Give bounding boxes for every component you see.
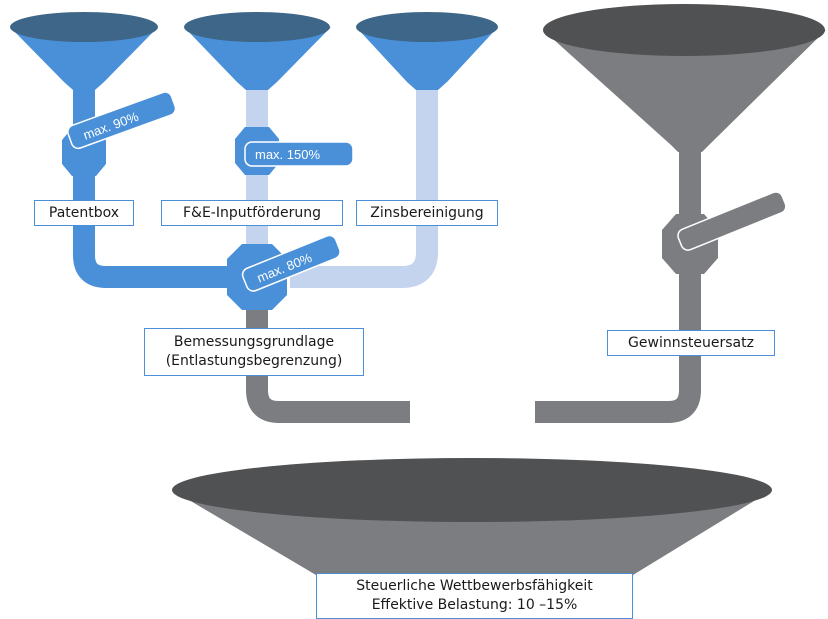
result-label: Steuerliche Wettbewerbsfähigkeit Effekti…	[316, 573, 633, 619]
merged-pipe	[246, 300, 410, 423]
bemessungsgrundlage-line2: (Entlastungsbegrenzung)	[165, 353, 343, 369]
fe-label: F&E-Inputförderung	[161, 200, 343, 226]
bemessungsgrundlage-line1: Bemessungsgrundlage	[173, 334, 335, 350]
result-line2: Effektive Belastung: 10 –15%	[371, 597, 578, 613]
tax-rate-lever[interactable]	[676, 190, 788, 252]
tax-rate-label: Gewinnsteuersatz	[607, 330, 775, 356]
fe-label-text: F&E-Inputförderung	[182, 204, 321, 221]
patentbox-label-text: Patentbox	[48, 204, 120, 221]
tax-rate-funnel	[543, 4, 826, 152]
zins-pipe	[290, 90, 438, 288]
patentbox-funnel	[10, 12, 158, 90]
zins-funnel	[356, 12, 498, 90]
bemessungsgrundlage-label: Bemessungsgrundlage (Entlastungsbegrenzu…	[144, 328, 364, 376]
patentbox-pipe	[73, 90, 250, 288]
fe-cap-label: max. 150%	[255, 147, 320, 162]
fe-funnel	[184, 12, 331, 90]
fe-lever[interactable]: max. 150%	[244, 141, 354, 167]
tax-rate-pipe	[535, 140, 701, 423]
patentbox-label: Patentbox	[34, 200, 134, 226]
zins-label-text: Zinsbereinigung	[370, 204, 484, 221]
zins-label: Zinsbereinigung	[356, 200, 498, 226]
tax-rate-label-text: Gewinnsteuersatz	[628, 334, 754, 351]
result-line1: Steuerliche Wettbewerbsfähigkeit	[356, 578, 593, 594]
